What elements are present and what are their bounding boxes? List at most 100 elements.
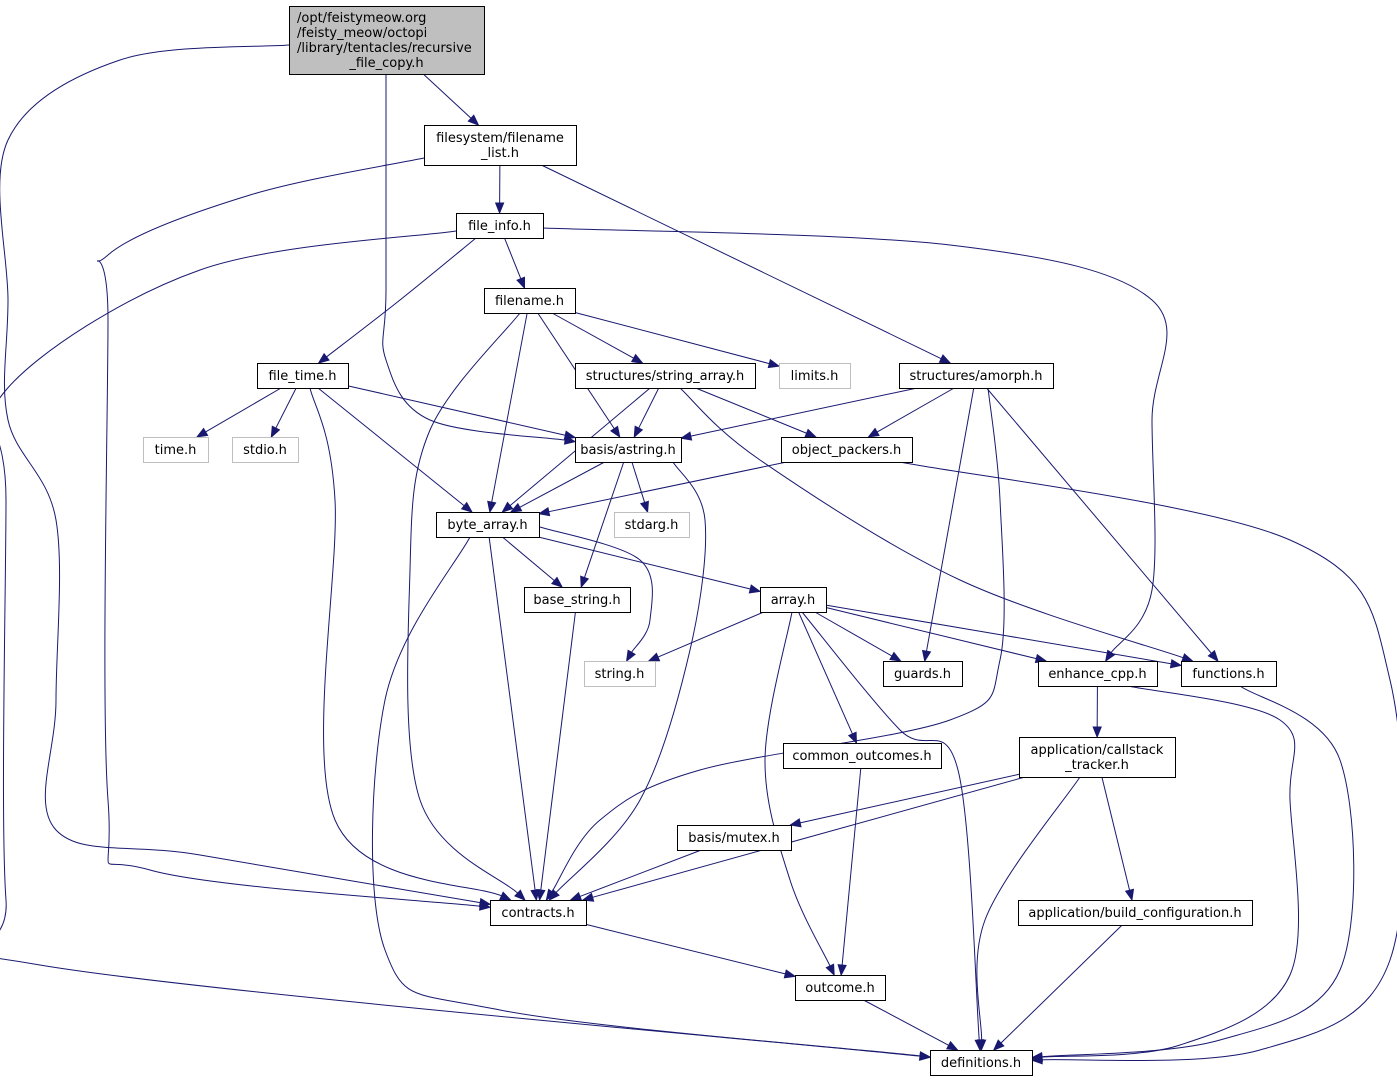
- node-label: definitions.h: [941, 1056, 1021, 1071]
- edge-line: [275, 387, 297, 429]
- node-box: [257, 363, 349, 389]
- edge-common-outcomes-to-outcome: [837, 767, 862, 977]
- arrowhead-icon: [494, 202, 505, 215]
- edge-contracts-to-outcome: [585, 923, 797, 979]
- edge-line: [0, 230, 921, 1057]
- edge-line: [863, 999, 949, 1046]
- edge-file-time-to-astring: [347, 385, 577, 440]
- node-box: [614, 512, 690, 538]
- edge-build-configuration-to-definitions: [992, 924, 1123, 1051]
- arrowhead-icon: [783, 969, 797, 979]
- edge-line: [502, 536, 555, 581]
- node-filename-list[interactable]: filesystem/filename_list.h: [424, 125, 577, 166]
- edge-line: [491, 312, 528, 503]
- edge-line: [504, 237, 522, 279]
- node-root[interactable]: /opt/feistymeow.org/feisty_meow/octopi/l…: [289, 6, 485, 75]
- node-filename[interactable]: filename.h: [484, 288, 576, 314]
- arrowhead-icon: [633, 425, 644, 439]
- edge-file-info-to-filename: [504, 237, 525, 290]
- edge-line: [638, 387, 660, 429]
- edge-amorph-to-functions: [986, 387, 1219, 663]
- node-box: [1018, 900, 1253, 926]
- edge-line: [555, 461, 707, 893]
- node-byte-array[interactable]: byte_array.h: [436, 512, 540, 538]
- node-box: [424, 125, 577, 166]
- node-label: file_info.h: [468, 219, 531, 234]
- node-time: time.h: [143, 437, 209, 463]
- edge-string-array-to-functions: [679, 387, 1194, 663]
- node-box: [143, 437, 209, 463]
- node-functions[interactable]: functions.h: [1181, 661, 1277, 687]
- node-definitions[interactable]: definitions.h: [930, 1050, 1033, 1076]
- arrowhead-icon: [804, 428, 818, 438]
- node-box: [232, 437, 299, 463]
- node-label: string.h: [595, 667, 645, 682]
- arrowhead-icon: [946, 1040, 959, 1051]
- edge-line: [926, 387, 975, 652]
- arrowhead-icon: [748, 584, 762, 594]
- edge-line: [825, 604, 1172, 665]
- arrowhead-icon: [195, 427, 209, 438]
- node-build-configuration[interactable]: application/build_configuration.h: [1018, 900, 1253, 926]
- edge-filename-list-to-file-info: [494, 164, 505, 215]
- arrowhead-icon: [639, 500, 649, 514]
- edge-line: [97, 157, 481, 907]
- node-astring[interactable]: basis/astring.h: [575, 437, 682, 463]
- edge-astring-to-base-string: [580, 461, 625, 589]
- edge-line: [657, 611, 764, 658]
- arrowhead-icon: [825, 963, 835, 977]
- edge-line: [679, 387, 1184, 659]
- node-string: string.h: [584, 661, 656, 687]
- edge-callstack-tracker-to-build-configuration: [1101, 776, 1135, 902]
- node-box: [524, 587, 631, 613]
- node-label: array.h: [771, 593, 816, 608]
- node-array[interactable]: array.h: [760, 587, 827, 613]
- node-file-info[interactable]: file_info.h: [456, 213, 544, 239]
- node-box: [436, 512, 540, 538]
- node-string-array[interactable]: structures/string_array.h: [575, 363, 756, 389]
- arrowhead-icon: [550, 576, 564, 588]
- node-enhance-cpp[interactable]: enhance_cpp.h: [1038, 661, 1158, 687]
- node-label: contracts.h: [501, 906, 574, 921]
- node-file-time[interactable]: file_time.h: [257, 363, 349, 389]
- node-outcome[interactable]: outcome.h: [795, 975, 886, 1001]
- node-box: [584, 661, 656, 687]
- edge-line: [1101, 776, 1131, 891]
- node-base-string[interactable]: base_string.h: [524, 587, 631, 613]
- node-guards[interactable]: guards.h: [883, 661, 963, 687]
- node-callstack-tracker[interactable]: application/callstack_tracker.h: [1019, 737, 1176, 778]
- edge-root-to-filename-list: [422, 73, 480, 126]
- arrowhead-icon: [563, 430, 577, 440]
- node-label: filesystem/filename: [436, 131, 564, 146]
- edge-line: [382, 74, 566, 441]
- edge-file-info-to-file-time: [317, 237, 477, 364]
- arrowhead-icon: [679, 431, 693, 441]
- node-mutex[interactable]: basis/mutex.h: [677, 825, 792, 851]
- arrowhead-icon: [609, 425, 621, 439]
- node-common-outcomes[interactable]: common_outcomes.h: [783, 743, 942, 769]
- nodes-layer: /opt/feistymeow.org/feisty_meow/octopi/l…: [143, 6, 1277, 1076]
- node-label: base_string.h: [533, 593, 620, 608]
- edge-line: [488, 536, 536, 891]
- node-amorph[interactable]: structures/amorph.h: [899, 363, 1054, 389]
- node-object-packers[interactable]: object_packers.h: [781, 437, 913, 463]
- edge-line: [592, 776, 1026, 898]
- node-label: file_time.h: [268, 369, 336, 384]
- arrowhead-icon: [317, 352, 330, 364]
- arrowhead-icon: [1169, 658, 1183, 669]
- edge-filename-to-contracts: [407, 312, 526, 901]
- node-label: stdarg.h: [625, 518, 679, 533]
- node-contracts[interactable]: contracts.h: [490, 900, 587, 926]
- edge-filename-list-to-amorph: [541, 164, 952, 364]
- edge-array-to-outcome: [764, 611, 835, 977]
- node-label: time.h: [155, 443, 197, 458]
- arrowhead-icon: [938, 354, 952, 364]
- edge-filename-to-string-array: [551, 312, 644, 364]
- edge-amorph-to-object-packers: [867, 387, 955, 438]
- node-label: filename.h: [495, 294, 564, 309]
- node-box: [899, 363, 1054, 389]
- edge-line: [1041, 685, 1355, 1058]
- arrowhead-icon: [581, 892, 595, 902]
- edge-callstack-tracker-to-mutex: [789, 773, 1020, 828]
